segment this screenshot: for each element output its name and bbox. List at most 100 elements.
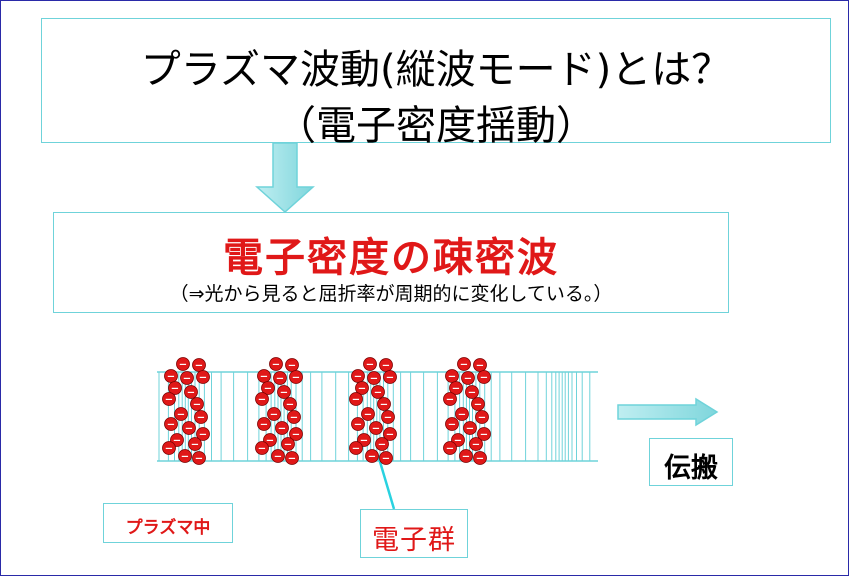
svg-text:−: − [179,360,187,371]
svg-text:−: − [173,436,181,447]
electron-group-label: 電子群 [372,525,456,556]
electron: − [267,407,281,421]
electron: − [162,441,176,455]
electron: − [465,385,479,399]
electron: − [351,369,365,383]
svg-text:−: − [370,374,378,385]
electron: − [461,371,475,385]
svg-text:−: − [480,373,488,384]
electron: − [261,381,275,395]
electron: − [255,441,269,455]
electron: − [443,392,457,406]
wave-subtitle: （⇒光から見ると屈折率が周期的に変化している。） [169,283,613,305]
svg-text:−: − [382,361,390,372]
svg-text:−: − [185,424,193,435]
svg-text:−: − [286,400,294,411]
svg-text:−: − [374,388,382,399]
propagation-label: 伝搬 [664,453,718,484]
electron: − [289,370,303,384]
electron: − [164,369,178,383]
electron: − [285,358,299,372]
svg-text:−: − [354,372,362,383]
svg-text:−: − [480,430,488,441]
electron: − [257,417,271,431]
electron: − [379,358,393,372]
svg-text:−: − [258,444,266,455]
svg-text:−: − [466,424,474,435]
electron: − [351,417,365,431]
electron: − [383,370,397,384]
electron: − [443,441,457,455]
electron: − [196,427,210,441]
svg-text:−: − [460,360,468,371]
electron: − [445,417,459,431]
electron: − [383,427,397,441]
svg-text:−: − [270,410,278,421]
svg-text:−: − [165,444,173,455]
svg-text:−: − [288,454,296,465]
electron: − [459,449,473,463]
electron: − [377,397,391,411]
electron: − [289,427,303,441]
down-arrow-icon [255,142,315,214]
svg-text:−: − [258,395,266,406]
electron: − [349,441,363,455]
electron: − [255,392,269,406]
electron: − [190,397,204,411]
electron: − [192,358,206,372]
svg-text:−: − [446,444,454,455]
svg-text:−: − [478,413,486,424]
svg-text:−: − [474,400,482,411]
electron: − [379,451,393,465]
svg-text:−: − [276,374,284,385]
svg-text:−: − [187,388,195,399]
electron: − [162,392,176,406]
electron: − [381,410,395,424]
plasma-label: プラズマ中 [125,518,211,538]
svg-text:−: − [464,374,472,385]
electron: − [275,421,289,435]
electron: − [473,451,487,465]
svg-text:−: − [167,420,175,431]
svg-text:−: − [448,420,456,431]
electron: − [477,370,491,384]
electron: − [471,397,485,411]
wave-box: 電子密度の疎密波 （⇒光から見ると屈折率が周期的に変化している。） [53,212,729,313]
electron: − [178,449,192,463]
electron: − [371,385,385,399]
electron: − [285,451,299,465]
svg-text:−: − [446,395,454,406]
svg-text:−: − [352,395,360,406]
title-line1: プラズマ波動(縦波モード)とは？ [140,47,732,93]
svg-text:−: − [177,410,185,421]
svg-text:−: − [181,452,189,463]
svg-text:−: − [292,430,300,441]
electron: − [182,421,196,435]
svg-text:−: − [454,436,462,447]
svg-text:−: − [292,373,300,384]
electron: − [188,437,202,451]
plasma-box: プラズマ中 [103,503,233,543]
svg-text:−: − [260,420,268,431]
svg-text:−: − [354,420,362,431]
svg-text:−: − [360,436,368,447]
svg-text:−: − [199,373,207,384]
svg-text:−: − [167,372,175,383]
svg-text:−: − [290,413,298,424]
svg-text:−: − [266,436,274,447]
svg-text:−: − [195,361,203,372]
svg-text:−: − [462,452,470,463]
svg-text:−: − [386,430,394,441]
electron-group-box: 電子群 [360,509,468,558]
electron: − [449,381,463,395]
svg-text:−: − [199,430,207,441]
svg-text:−: − [458,410,466,421]
svg-text:−: − [284,440,292,451]
svg-text:−: − [171,384,179,395]
electron: − [363,357,377,371]
svg-text:−: − [264,384,272,395]
electron: − [176,357,190,371]
svg-text:−: − [195,454,203,465]
electron: − [192,451,206,465]
electron: − [375,437,389,451]
